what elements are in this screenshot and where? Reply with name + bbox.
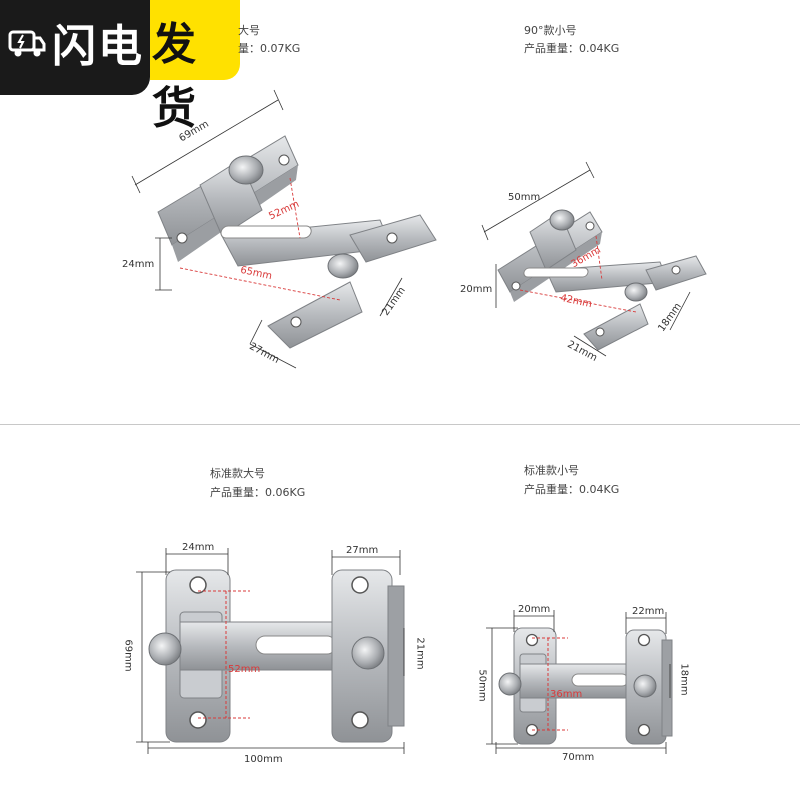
badge-yellow-panel xyxy=(150,0,240,80)
product-3-title: 标准款大号 xyxy=(210,467,265,480)
p4-right-plate-label: 22mm xyxy=(632,606,665,617)
badge-dark-panel xyxy=(0,0,150,95)
product-2-title: 90°款小号 xyxy=(524,24,577,37)
p4-inner-label: 36mm xyxy=(550,689,583,700)
product-4-title: 标准款小号 xyxy=(524,464,579,477)
product-4-weight: 产品重量：0.04KG xyxy=(524,483,620,496)
p2-length-label: 50mm xyxy=(508,192,541,203)
p4-bar-width-label: 18mm xyxy=(678,663,690,696)
product-1-title: 大号 xyxy=(238,24,260,37)
badge-text-delivery: 发货 xyxy=(152,19,198,134)
p3-left-plate-label: 24mm xyxy=(182,542,215,553)
p3-total-length-label: 100mm xyxy=(244,754,283,765)
latch-90-small xyxy=(481,161,707,357)
p3-bar-width-label: 21mm xyxy=(414,637,426,670)
p2-height-label: 20mm xyxy=(460,284,493,295)
p1-height-label: 24mm xyxy=(122,259,155,270)
latch-standard-small xyxy=(486,610,673,754)
p4-total-length-label: 70mm xyxy=(562,752,595,763)
section-divider xyxy=(0,424,800,425)
product-3-weight: 产品重量：0.06KG xyxy=(210,486,306,499)
p3-right-plate-label: 27mm xyxy=(346,545,379,556)
truck-icon xyxy=(8,30,46,57)
flash-delivery-badge: 闪电 发货 xyxy=(0,0,240,134)
latch-90-large xyxy=(131,89,437,369)
p3-inner-label: 52mm xyxy=(228,664,261,675)
p3-height-label: 69mm xyxy=(122,639,134,672)
product-2-weight: 产品重量：0.04KG xyxy=(524,42,620,55)
latch-standard-large xyxy=(136,548,405,754)
p4-left-plate-label: 20mm xyxy=(518,604,551,615)
badge-text-flash: 闪电 xyxy=(52,21,144,72)
p4-height-label: 50mm xyxy=(476,669,488,702)
product-1-weight: 量：0.07KG xyxy=(238,42,301,55)
